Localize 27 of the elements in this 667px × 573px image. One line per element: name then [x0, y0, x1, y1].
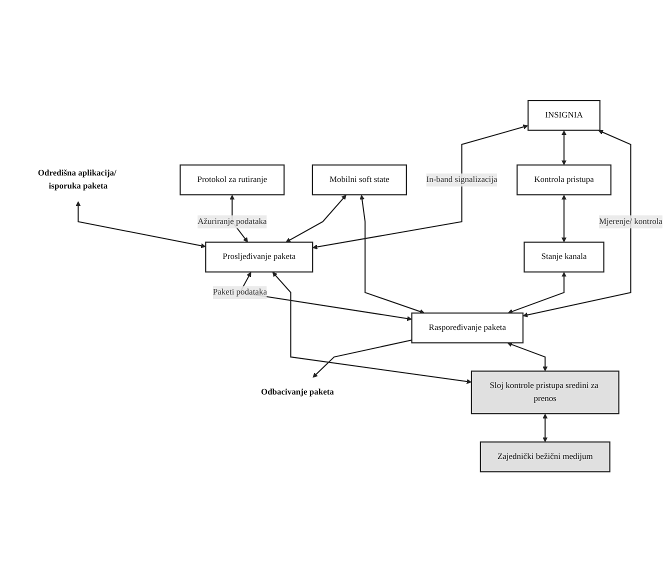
edge-label: Paketi podataka	[212, 288, 267, 298]
node-box	[524, 242, 604, 273]
node-box	[528, 100, 600, 132]
arrow	[312, 124, 528, 250]
node-box	[470, 370, 620, 415]
arrow	[562, 130, 566, 166]
node-box	[205, 242, 314, 273]
edge-label: Mjerenje/ kontrola	[598, 217, 662, 226]
arrow	[286, 195, 346, 243]
arrow	[508, 272, 566, 314]
arrow	[76, 201, 206, 249]
node-text: Odbacivanje paketa	[260, 388, 334, 398]
node-box	[516, 164, 612, 196]
arrow	[522, 130, 632, 318]
arrow	[562, 195, 566, 243]
node-box	[480, 442, 610, 473]
edge-label: In-band signalizacija	[426, 176, 498, 185]
node-text: Odredišna aplikacija/ isporuka paketa	[38, 169, 116, 191]
edge-label: Ažuriranje podataka	[198, 217, 267, 226]
arrow	[507, 342, 548, 372]
node-box	[180, 164, 285, 196]
arrow	[312, 340, 412, 378]
arrow	[542, 414, 548, 443]
arrow	[272, 272, 472, 384]
node-box	[312, 164, 407, 196]
arrow	[360, 195, 425, 314]
node-box	[411, 312, 524, 344]
